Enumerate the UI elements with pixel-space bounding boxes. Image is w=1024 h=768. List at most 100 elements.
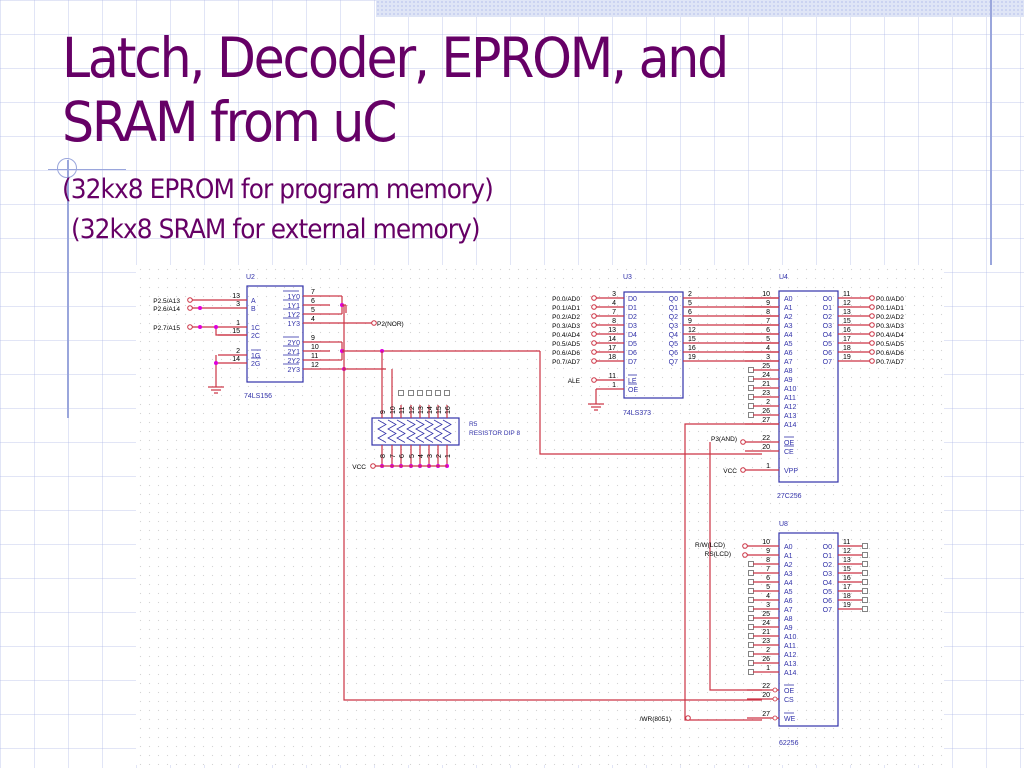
u3-pin-number: 16 <box>688 345 696 352</box>
p2nor-label: P2(NOR) <box>377 321 404 328</box>
u3-pin-name: Q0 <box>669 296 678 303</box>
no-connect-pin <box>417 390 423 396</box>
u3-pin-number: 2 <box>688 291 692 298</box>
u8-pin-number: 6 <box>766 575 770 582</box>
junction-dot <box>214 361 218 365</box>
decorative-top-band <box>376 0 1024 17</box>
u8-pin-number: 7 <box>766 566 770 573</box>
decorative-circle <box>57 158 77 178</box>
u8-pin-number: 22 <box>762 683 770 690</box>
resistor-zigzag-icon <box>433 419 443 443</box>
u8-cs-net <box>343 369 762 701</box>
u4-pin-number: 26 <box>762 408 770 415</box>
u2-pin-name: 1Y2 <box>288 312 301 319</box>
rw-lcd-label: R/W(LCD) <box>695 542 725 549</box>
r5-top-pin-number: 16 <box>445 406 452 414</box>
u2-pin-number: 9 <box>311 335 315 342</box>
u3-pin-number: 4 <box>612 300 616 307</box>
no-connect-pin <box>862 543 868 549</box>
u8-pin-number: 19 <box>843 602 851 609</box>
u3-pin-number: 14 <box>608 336 616 343</box>
u8-pin-name: A10 <box>784 634 797 641</box>
u3-pin-name: D2 <box>628 314 637 321</box>
u3-pin-name: Q4 <box>669 332 678 339</box>
u3-net-label: P0.2/AD2 <box>552 314 580 321</box>
u8-pin-name: A0 <box>784 544 793 551</box>
u2-pin-name: 1G <box>251 353 260 360</box>
u2-input-port <box>187 305 193 311</box>
u8-pin-name: O6 <box>823 598 832 605</box>
no-connect-pin <box>862 597 868 603</box>
u2-pin-name: 1Y1 <box>288 303 301 310</box>
u4-pin-name: A3 <box>784 323 793 330</box>
u8-pin-number: 3 <box>766 602 770 609</box>
u2-input-port <box>187 297 193 303</box>
u4-net-label: P0.2/AD2 <box>876 314 904 321</box>
u8-pin-number: 2 <box>766 647 770 654</box>
u2-part: 74LS156 <box>244 393 272 400</box>
p2nor-port <box>371 320 377 326</box>
u4-pin-name: O1 <box>823 305 832 312</box>
u8-pin-number: 23 <box>762 638 770 645</box>
u2-pin-name: 1C <box>251 325 260 332</box>
no-connect-pin <box>748 642 754 648</box>
u8-pin-name: CS <box>784 697 794 704</box>
u4-pin-name: A11 <box>784 395 796 402</box>
resistor-zigzag-icon <box>442 419 452 443</box>
u2-net-label: P2.5/A13 <box>153 298 180 305</box>
u4-pin-number: 11 <box>843 291 850 298</box>
u2-pin-name: 2G <box>251 361 260 368</box>
u8-pin-number: 11 <box>843 539 850 546</box>
u8-pin-number: 9 <box>766 548 770 555</box>
u4-pin-name: A14 <box>784 422 797 429</box>
u4-output-port <box>869 313 875 319</box>
u3-part: 74LS373 <box>623 410 651 417</box>
u8-pin-number: 18 <box>843 593 851 600</box>
no-connect-pin <box>748 633 754 639</box>
u4-pin-number: 24 <box>762 372 770 379</box>
r5-top-pin-number: 12 <box>409 406 416 414</box>
no-connect-pin <box>862 579 868 585</box>
u4-pin-name: A12 <box>784 404 797 411</box>
u4-net-label: P0.5/AD5 <box>876 341 904 348</box>
u4-net-label: P0.0/AD0 <box>876 296 904 303</box>
u3-pin-name: D1 <box>628 305 637 312</box>
u4-output-port <box>869 304 875 310</box>
u8-ref: U8 <box>779 521 788 528</box>
vcc-port-u4 <box>740 467 746 473</box>
u4-pin-number: 15 <box>843 318 851 325</box>
u4-pin-name: A2 <box>784 314 793 321</box>
chip-u2 <box>246 285 304 383</box>
u4-ce-net <box>539 351 762 455</box>
u8-pin-name: WE <box>784 716 796 723</box>
u2-pin-number: 1 <box>236 320 240 327</box>
no-connect-pin <box>748 367 754 373</box>
u4-pin-number: 5 <box>766 336 770 343</box>
u4-pin-number: 1 <box>766 463 770 470</box>
u2-pin-number: 2 <box>236 348 240 355</box>
u3-pin-name: D6 <box>628 350 637 357</box>
inverting-bubble <box>772 696 778 702</box>
u8-pin-number: 4 <box>766 593 770 600</box>
u2-pin-name: 1Y3 <box>288 321 301 328</box>
u2-pin-name: 2C <box>251 333 260 340</box>
no-connect-pin <box>748 561 754 567</box>
no-connect-pin <box>398 390 404 396</box>
u3-pin-name: Q7 <box>669 359 678 366</box>
u4-pin-name: A8 <box>784 368 793 375</box>
no-connect-pin <box>862 561 868 567</box>
r5-bottom-pin-number: 8 <box>380 454 387 458</box>
subtitle-sram: (32kx8 SRAM for external memory) <box>71 214 481 245</box>
u2-pin-number: 5 <box>311 307 315 314</box>
u3-input-port <box>591 304 597 310</box>
u2-pin-number: 3 <box>236 301 240 308</box>
u4-pin-number: 16 <box>843 327 851 334</box>
u3-pin-number: 15 <box>688 336 696 343</box>
u4-pin-name: A13 <box>784 413 797 420</box>
u4-pin-name: VPP <box>784 468 798 475</box>
u4-pin-number: 2 <box>766 399 770 406</box>
chip-u3 <box>623 291 684 399</box>
u4-pin-name: A0 <box>784 296 793 303</box>
u8-pin-name: O3 <box>823 571 832 578</box>
